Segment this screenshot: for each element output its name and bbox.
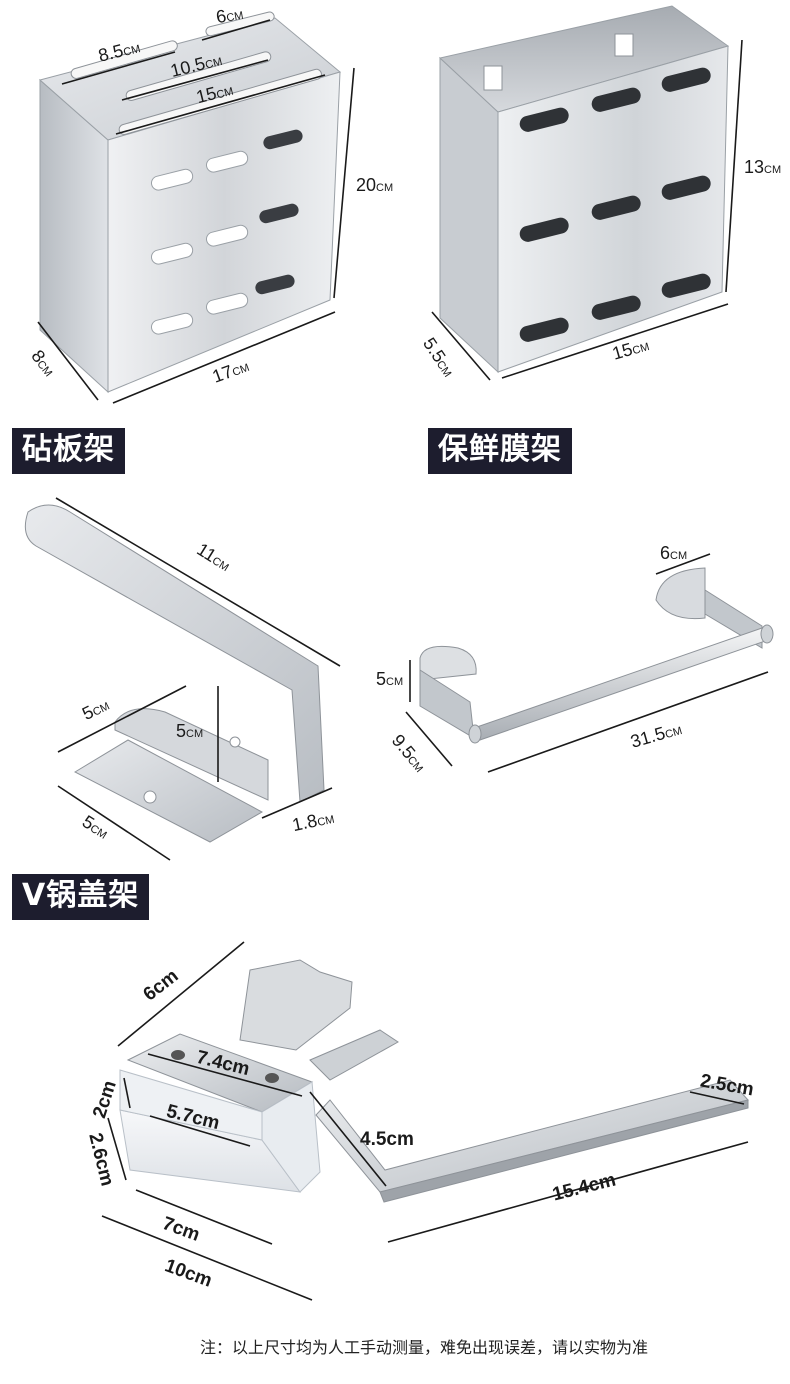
- hook-drawing: [24, 497, 341, 861]
- cutting-board-rack-drawing: [37, 11, 355, 404]
- dim-wrap-height: 13CM: [744, 158, 781, 176]
- unit-label: CM: [386, 676, 404, 688]
- dim-lid-rise: 4.5cm: [360, 1129, 414, 1150]
- unit-label: CM: [670, 550, 688, 562]
- lid-rack-image: 6cm 7.4cm 2cm 5.7cm 2.6cm 7cm 10cm 4.5cm…: [0, 930, 790, 1320]
- dim-wrap-height-value: 13: [744, 157, 765, 177]
- towel-bar-drawing: [405, 553, 774, 773]
- unit-label: CM: [376, 182, 394, 194]
- cutting-board-rack-image: 8.5CM 6CM 10.5CM 15CM 20CM 8CM 17CM: [0, 0, 395, 410]
- lid-rack-drawing: [101, 941, 749, 1301]
- dim-hook-height-value: 5: [176, 721, 187, 741]
- dim-height: 20CM: [356, 176, 393, 194]
- dim-bar-plate-height-value: 5: [376, 669, 387, 689]
- hook-image: 11CM 5CM 5CM 5CM 1.8CM: [0, 490, 370, 870]
- dim-hook-height: 5CM: [176, 722, 203, 740]
- label-cutting-board-rack: 砧板架: [12, 428, 125, 474]
- dim-bar-plate-width: 6CM: [660, 544, 687, 562]
- unit-label: CM: [764, 164, 782, 176]
- dim-bar-plate-width-value: 6: [660, 543, 671, 563]
- label-wrap-rack: 保鲜膜架: [428, 428, 572, 474]
- label-lid-rack: V锅盖架: [12, 874, 150, 920]
- wrap-rack-image: 13CM 5.5CM 15CM: [410, 0, 790, 410]
- dim-height-value: 20: [356, 175, 377, 195]
- unit-label: CM: [186, 728, 204, 740]
- towel-bar-image: 6CM 5CM 9.5CM 31.5CM: [370, 530, 790, 790]
- disclaimer-note: 注：以上尺寸均为人工手动测量，难免出现误差，请以实物为准: [200, 1338, 649, 1357]
- wrap-rack-drawing: [431, 5, 743, 381]
- dim-bar-plate-height: 5CM: [376, 670, 403, 688]
